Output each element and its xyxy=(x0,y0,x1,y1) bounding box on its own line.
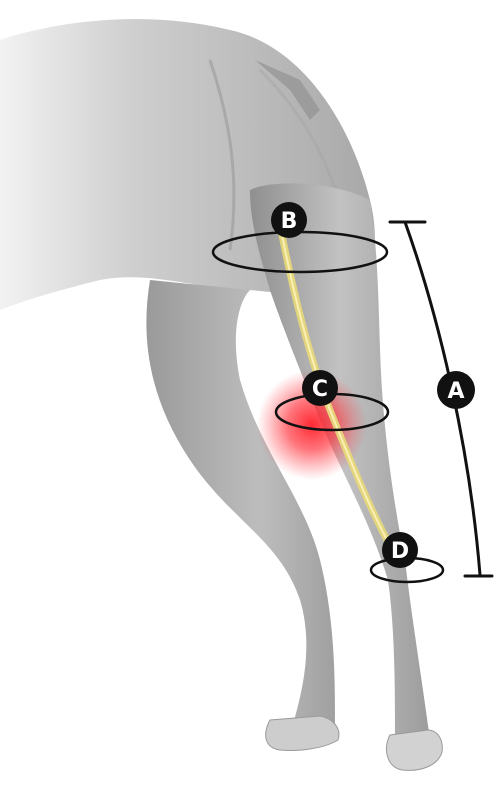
front-paw xyxy=(386,730,442,770)
marker-b-label: B xyxy=(281,209,298,234)
back-paw xyxy=(266,716,339,751)
marker-d-label: D xyxy=(391,539,409,564)
marker-b: B xyxy=(271,202,307,238)
marker-c-label: C xyxy=(312,377,328,402)
marker-a-label: A xyxy=(447,379,464,404)
marker-a: A xyxy=(437,371,475,409)
marker-d: D xyxy=(382,532,418,568)
marker-c: C xyxy=(302,370,338,406)
